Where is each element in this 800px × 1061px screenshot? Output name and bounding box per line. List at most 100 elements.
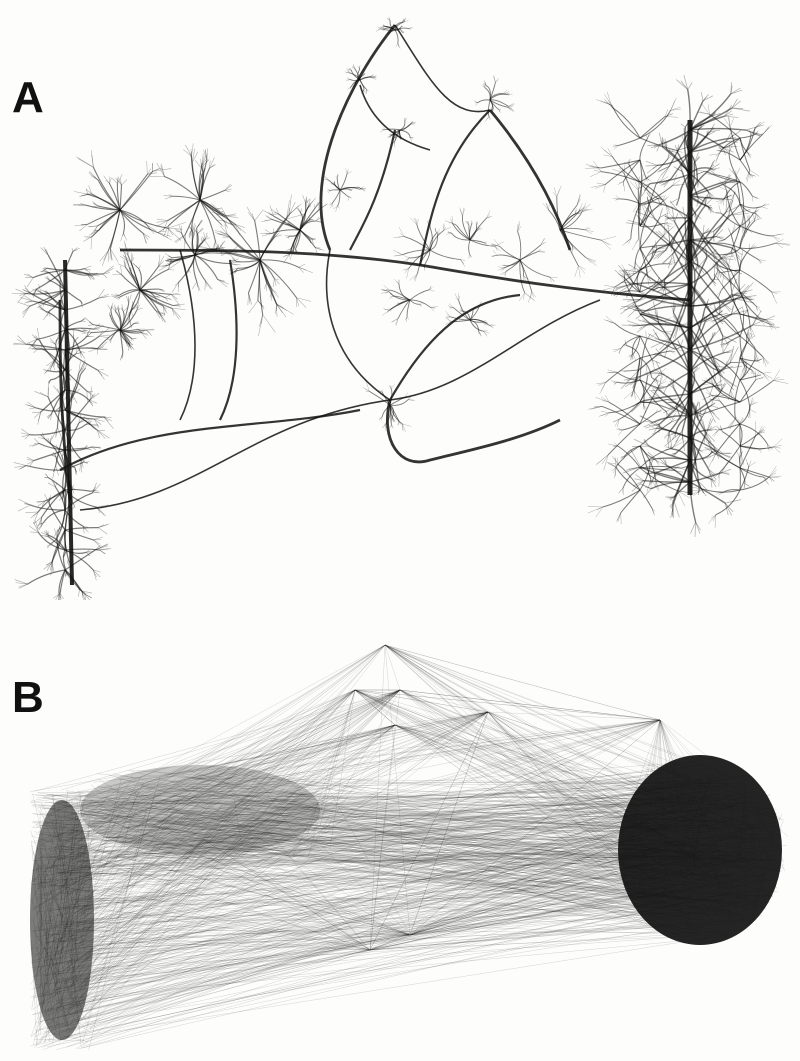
- branch-edge: [490, 94, 507, 100]
- branch-edge: [688, 82, 692, 89]
- branch-edge: [697, 171, 705, 174]
- branch-edge: [98, 330, 120, 348]
- branch-edge: [172, 282, 179, 292]
- branch-edge: [635, 248, 640, 267]
- network-edge: [488, 712, 660, 720]
- branch-edge: [395, 30, 398, 44]
- branch-edge: [200, 200, 225, 222]
- branch-edge: [18, 336, 26, 345]
- branch-edge: [24, 296, 32, 301]
- branch-edge: [394, 255, 402, 256]
- branch-edge: [165, 196, 173, 199]
- branch-edge: [681, 340, 684, 346]
- branch-edge: [540, 238, 545, 245]
- branch-edge: [91, 237, 92, 249]
- trunk-edge: [327, 250, 390, 400]
- branch-edge: [732, 101, 741, 108]
- branch-edge: [504, 260, 520, 268]
- branch-edge: [366, 89, 367, 93]
- branch-edge: [172, 308, 179, 319]
- branch-edge: [618, 488, 623, 494]
- trunk-edge: [390, 295, 520, 400]
- branch-edge: [772, 292, 774, 298]
- branch-edge: [25, 512, 38, 513]
- branch-edge: [171, 294, 179, 304]
- branch-edge: [171, 294, 180, 295]
- branch-edge: [27, 278, 33, 287]
- branch-edge: [376, 29, 380, 32]
- branch-edge: [289, 194, 291, 214]
- branch-edge: [53, 386, 59, 394]
- branch-edge: [120, 185, 121, 210]
- branch-edge: [400, 130, 410, 138]
- branch-edge: [636, 239, 639, 244]
- branch-edge: [400, 233, 404, 236]
- branch-edge: [125, 267, 140, 290]
- branch-edge: [725, 116, 739, 117]
- branch-edge: [120, 174, 147, 210]
- branch-edge: [595, 184, 605, 188]
- branch-edge: [773, 381, 788, 384]
- branch-edge: [665, 116, 678, 117]
- branch-edge: [50, 438, 51, 443]
- branch-edge: [121, 266, 122, 275]
- branch-edge: [647, 165, 657, 173]
- branch-edge: [743, 221, 744, 231]
- branch-edge: [718, 290, 722, 299]
- branch-edge: [14, 462, 27, 465]
- branch-edge: [756, 213, 760, 218]
- branch-edge: [446, 311, 451, 317]
- branch-edge: [380, 130, 385, 132]
- branch-edge: [600, 382, 606, 394]
- branch-edge: [93, 167, 120, 210]
- branch-edge: [706, 393, 711, 396]
- branch-edge: [82, 462, 88, 463]
- trunk-edge: [321, 25, 395, 250]
- branch-edge: [604, 320, 615, 324]
- branch-edge: [384, 285, 390, 290]
- branch-edge: [518, 232, 521, 260]
- branch-edge: [90, 393, 99, 400]
- branch-edge: [107, 305, 110, 310]
- branch-edge: [745, 484, 750, 487]
- branch-edge: [104, 176, 110, 184]
- branch-edge: [772, 234, 784, 236]
- trunk-edge: [80, 300, 600, 510]
- branch-edge: [711, 406, 718, 408]
- branch-edge: [603, 287, 615, 290]
- branch-edge: [662, 374, 690, 394]
- panel-a-edge-bundled-network: [0, 0, 800, 600]
- branch-edge: [117, 183, 120, 210]
- branch-edge: [740, 243, 776, 248]
- branch-edge: [455, 293, 459, 300]
- branch-edge: [248, 293, 249, 305]
- branch-edge: [640, 139, 647, 160]
- trunk-edge: [490, 110, 570, 250]
- branch-edge: [716, 430, 719, 433]
- branch-edge: [674, 502, 679, 518]
- branch-edge: [300, 230, 310, 239]
- branch-edge: [740, 381, 773, 402]
- branch-edge: [94, 329, 99, 330]
- branch-edge: [378, 27, 380, 29]
- branch-edge: [696, 402, 698, 408]
- branch-edge: [611, 381, 617, 383]
- branch-edge: [646, 334, 650, 340]
- branch-edge: [469, 254, 471, 257]
- branch-edge: [189, 269, 190, 273]
- branch-edge: [331, 190, 340, 191]
- branch-edge: [392, 418, 396, 422]
- branch-edge: [258, 315, 262, 336]
- branch-edge: [755, 218, 762, 221]
- branch-edge: [59, 271, 60, 281]
- branch-edge: [770, 477, 774, 480]
- branch-edge: [761, 207, 767, 209]
- branch-edge: [98, 370, 102, 375]
- branch-edge: [608, 148, 613, 156]
- branch-edge: [82, 333, 92, 334]
- branch-edge: [695, 522, 696, 537]
- branch-edge: [414, 218, 417, 225]
- branch-edge: [616, 195, 620, 199]
- branch-edge: [646, 331, 647, 340]
- branch-edge: [159, 261, 164, 266]
